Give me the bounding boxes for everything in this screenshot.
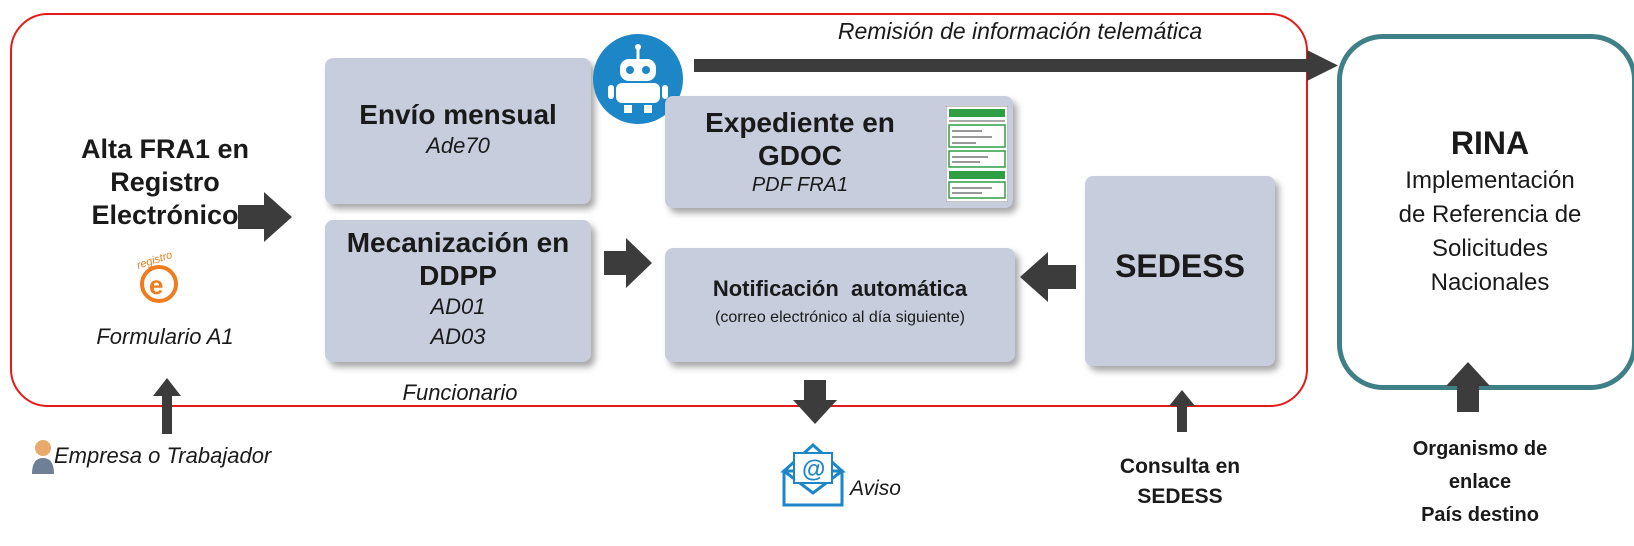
consulta-line: SEDESS [1137, 485, 1223, 508]
process-frame [10, 13, 1308, 407]
email-envelope-icon: @ [780, 437, 846, 509]
organismo-line: País destino [1421, 504, 1539, 526]
mecanizacion-code: AD03 [430, 324, 486, 349]
arrow-up-to-sedess [1169, 390, 1195, 432]
empresa-label: Empresa o Trabajador [54, 443, 272, 468]
expediente-title-line: Expediente en [705, 107, 895, 138]
arrow-up-from-empresa [153, 378, 181, 434]
svg-text:@: @ [802, 456, 825, 483]
rina-line: Solicitudes [1431, 235, 1549, 262]
rina-frame [1337, 34, 1634, 390]
sedess-box: SEDESS [1085, 176, 1275, 366]
notificacion-box: Notificación automática (correo electrón… [665, 248, 1015, 362]
envio-code: Ade70 [426, 133, 490, 158]
organismo-line: enlace [1448, 471, 1512, 493]
arrow-up-to-rina [1446, 362, 1490, 412]
expediente-sub: PDF FRA1 [751, 174, 849, 196]
aviso-label: Aviso [850, 477, 901, 500]
sedess-title: SEDESS [1115, 248, 1245, 284]
rina-line: de Referencia de [1398, 201, 1582, 228]
registro-logo-icon: registro e [127, 249, 189, 306]
arrow-to-aviso [793, 380, 837, 424]
consulta-line: Consulta en [1119, 455, 1241, 478]
organismo-line: Organismo de [1412, 438, 1548, 460]
robot-icon [592, 33, 684, 125]
organismo-label: Organismo de enlace País destino [1380, 433, 1580, 532]
notificacion-sub: (correo electrónico al día siguiente) [715, 309, 965, 326]
remision-arrow [694, 50, 1338, 81]
envio-title: Envío mensual [359, 99, 557, 130]
svg-text:e: e [149, 270, 163, 300]
remision-label: Remisión de información telemática [837, 18, 1203, 44]
notificacion-title: Notificación automática [712, 276, 968, 301]
pdf-document-icon [945, 105, 1009, 203]
arrow-to-process [238, 192, 292, 242]
mecanizacion-code: AD01 [430, 294, 486, 319]
rina-title: RINA [1450, 125, 1530, 161]
rina-block: RINA Implementación de Referencia de Sol… [1340, 122, 1634, 300]
alta-title-line: Electrónico [91, 200, 239, 230]
expediente-title-line: GDOC [758, 140, 842, 171]
funcionario-label: Funcionario [402, 380, 518, 405]
alta-title: Alta FRA1 en Registro Electrónico [55, 133, 275, 232]
mecanizacion-box: Mecanización en DDPP AD01 AD03 [325, 220, 591, 362]
mecanizacion-title-line: DDPP [419, 260, 497, 291]
rina-line: Implementación [1405, 167, 1575, 194]
person-icon [30, 438, 56, 474]
mecanizacion-title-line: Mecanización en [346, 227, 570, 258]
consulta-label: Consulta en SEDESS [1090, 452, 1270, 512]
alta-title-line: Alta FRA1 en [80, 134, 250, 164]
alta-title-line: Registro [110, 167, 220, 197]
formulario-label: Formulario A1 [96, 324, 234, 349]
arrow-to-notificacion [604, 238, 652, 288]
envio-box: Envío mensual Ade70 [325, 58, 591, 204]
rina-line: Nacionales [1430, 269, 1550, 296]
arrow-to-notificacion-from-sedess [1020, 252, 1076, 302]
